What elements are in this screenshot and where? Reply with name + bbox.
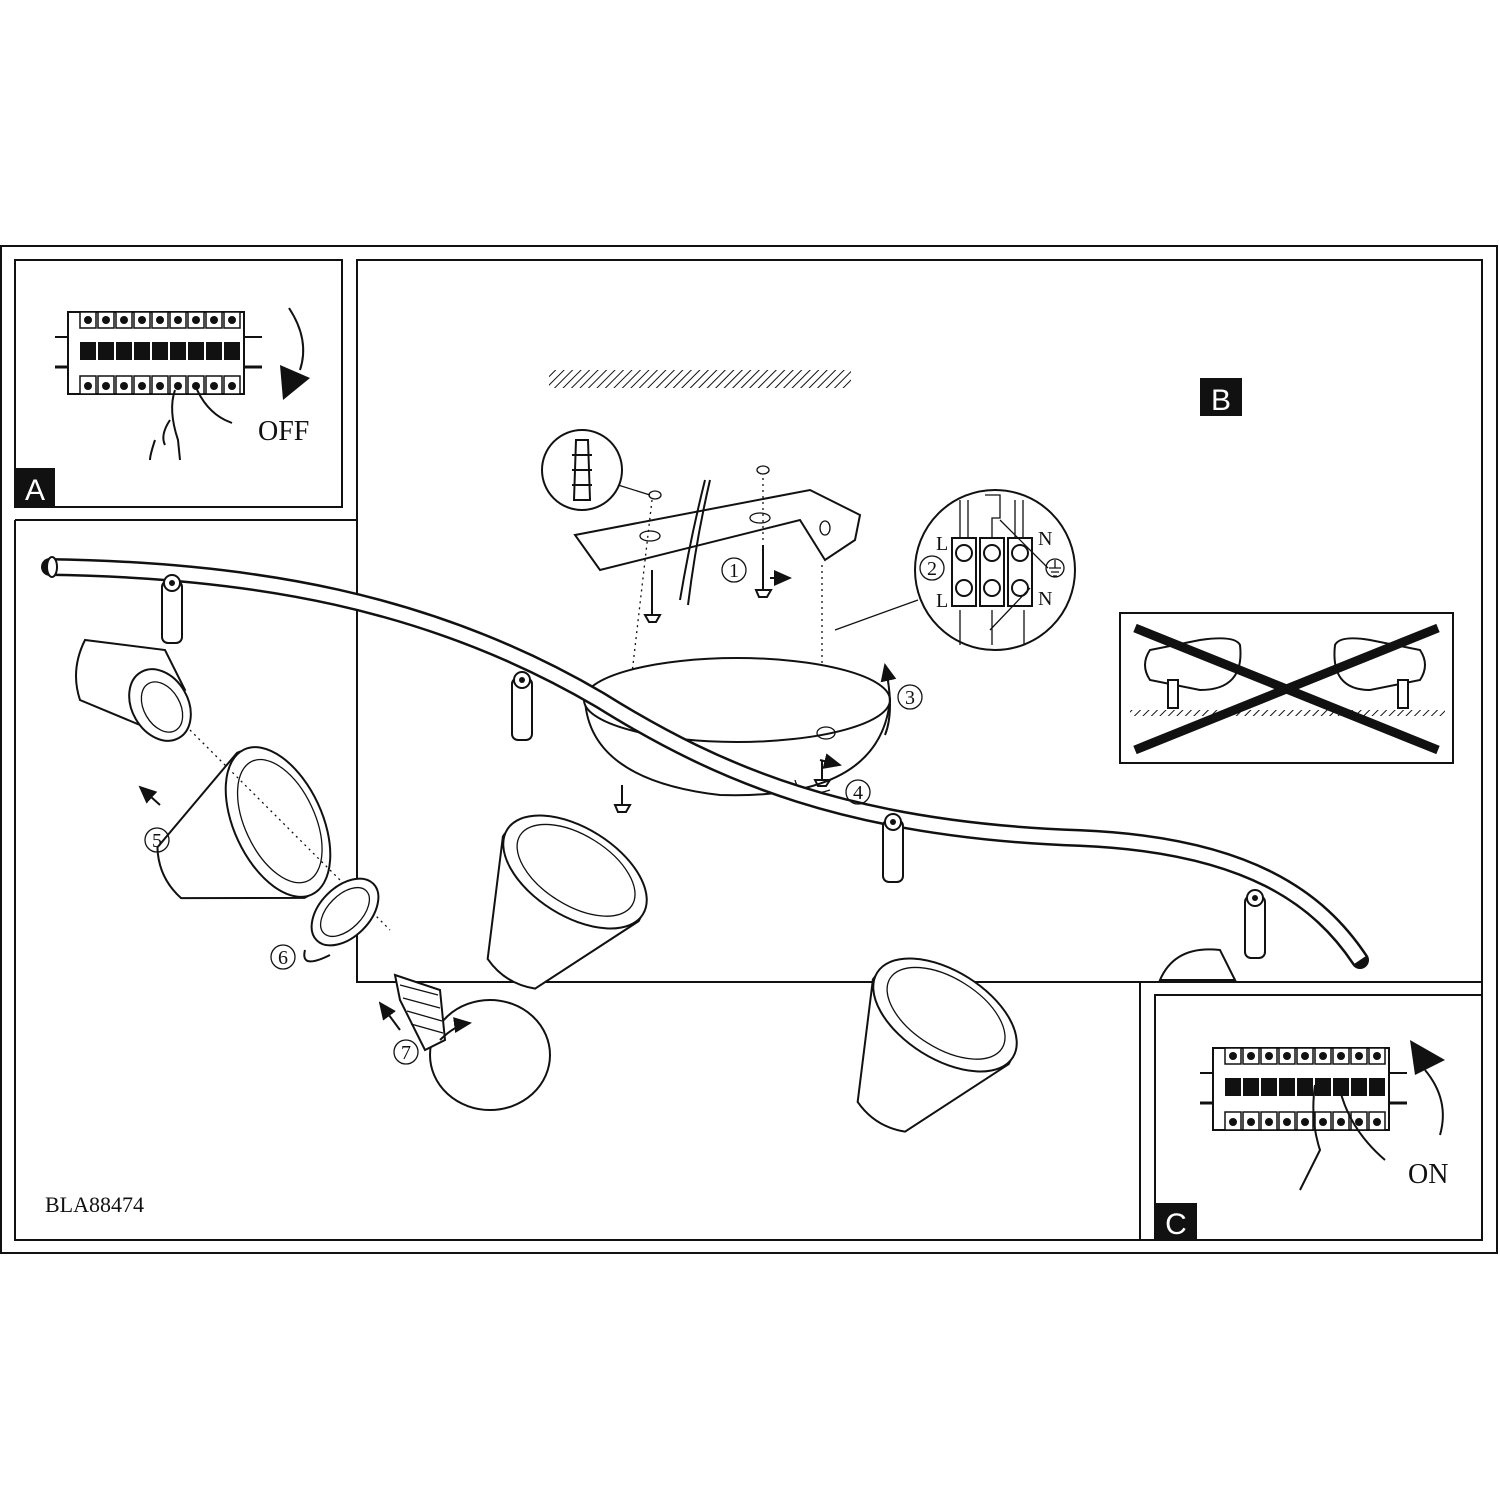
model-code: BLA88474 bbox=[45, 1192, 144, 1217]
wire-label-l-top: L bbox=[936, 533, 948, 555]
spotlight-4 bbox=[1158, 889, 1266, 981]
ring-nut bbox=[303, 877, 380, 963]
svg-text:5: 5 bbox=[152, 830, 162, 852]
hand-icon bbox=[1299, 1084, 1386, 1191]
panel-a: OFF A bbox=[14, 259, 343, 508]
svg-text:2: 2 bbox=[927, 558, 937, 580]
screw-icon bbox=[613, 785, 632, 813]
hand-icon bbox=[149, 384, 233, 461]
svg-text:4: 4 bbox=[853, 782, 863, 804]
circuit-breaker-icon bbox=[1200, 1047, 1407, 1131]
panel-c: ON C bbox=[1154, 994, 1483, 1241]
ground-icon bbox=[1045, 558, 1065, 578]
arrow-up-icon bbox=[1424, 1069, 1444, 1136]
step-2: 2 bbox=[919, 555, 945, 581]
screw-icon bbox=[643, 570, 662, 623]
step-1: 1 bbox=[721, 557, 747, 583]
panel-a-label: A bbox=[25, 474, 45, 507]
wire-label-n-top: N bbox=[1038, 528, 1052, 550]
panel-a-badge bbox=[15, 468, 55, 507]
svg-text:7: 7 bbox=[401, 1042, 411, 1064]
svg-text:1: 1 bbox=[729, 560, 739, 582]
outer-frame bbox=[0, 245, 1498, 1254]
spotlight-1 bbox=[75, 574, 551, 1111]
canopy bbox=[583, 657, 897, 813]
wires bbox=[679, 479, 711, 606]
step-3: 3 bbox=[897, 684, 923, 710]
wall-plug-detail bbox=[541, 429, 770, 511]
circuit-breaker-icon bbox=[55, 311, 262, 395]
arrow-down-icon bbox=[288, 307, 305, 371]
spotlight-3 bbox=[809, 813, 1038, 1166]
wiring-terminal-detail: L N L N bbox=[834, 489, 1076, 651]
screw-icon bbox=[813, 760, 832, 787]
screw-icon bbox=[754, 545, 773, 598]
wire-label-l-bottom: L bbox=[936, 590, 948, 612]
light-bulb-icon bbox=[378, 973, 551, 1111]
panel-c-label: C bbox=[1165, 1208, 1187, 1241]
mounting-bracket bbox=[573, 478, 862, 761]
step-5: 5 bbox=[144, 827, 170, 853]
wrong-installation-warning bbox=[1119, 612, 1454, 764]
on-label: ON bbox=[1408, 1159, 1448, 1190]
panel-c-badge bbox=[1155, 1203, 1197, 1240]
step-7: 7 bbox=[393, 1039, 419, 1065]
svg-text:3: 3 bbox=[905, 687, 915, 709]
panel-b-badge bbox=[1200, 378, 1242, 416]
step-4: 4 bbox=[845, 779, 871, 805]
step-6: 6 bbox=[270, 944, 296, 970]
off-label: OFF bbox=[258, 416, 309, 447]
svg-text:6: 6 bbox=[278, 947, 288, 969]
panel-b-label: B bbox=[1211, 384, 1231, 417]
ceiling-hatch bbox=[549, 370, 851, 388]
wire-label-n-bottom: N bbox=[1038, 588, 1052, 610]
